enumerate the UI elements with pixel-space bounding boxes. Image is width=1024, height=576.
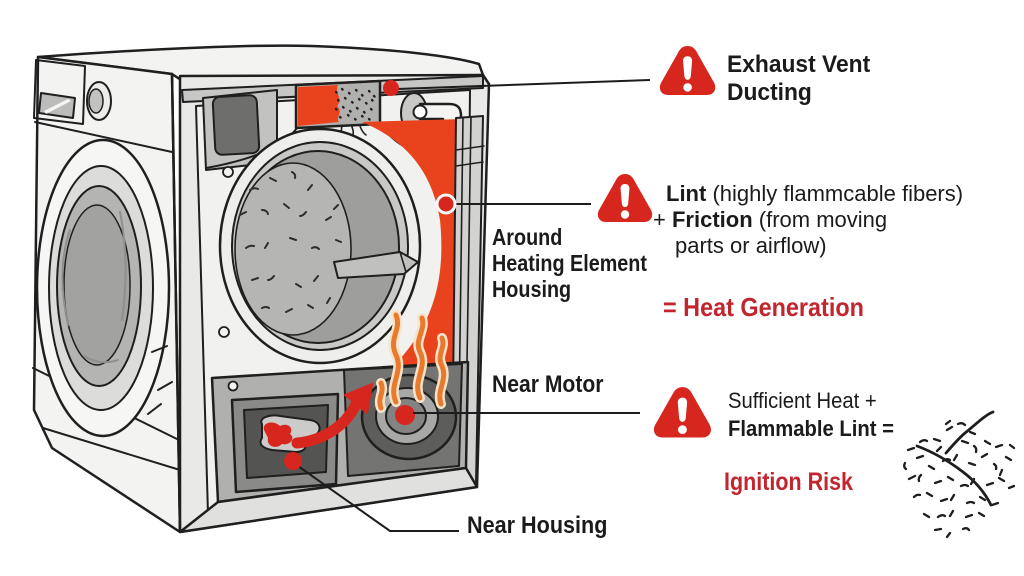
friction-desc-line2: parts or airflow) [675,233,827,258]
heating-element-area [362,119,463,374]
leader-lines [297,79,651,532]
risk-dot-motor [395,405,415,425]
ignition-condition-label: Sufficient Heat + Flammable Lint = [728,387,894,443]
lint-fibers-illustration [903,410,1016,539]
airflow-arrow [291,383,373,449]
control-panel [33,59,173,153]
near-motor-label: Near Motor [492,371,604,398]
leader-exhaust [396,79,651,90]
lint-desc: (highly flammcable fibers) [706,181,964,206]
drum-lint-texture [239,171,342,313]
friction-word: Friction [671,207,753,232]
lint-word: Lint [666,181,707,206]
lint-trap-housing [230,392,340,494]
screw-icons [218,166,239,392]
upper-compartment [202,79,463,171]
sufficient-heat-line: Sufficient Heat + [728,388,877,413]
flammable-lint-line: Flammable Lint = [728,416,894,441]
base-strip [178,466,479,534]
drum [218,127,422,365]
near-housing-label: Near Housing [467,512,608,539]
around-label-line2: Heating Element [492,250,647,276]
warning-triangle-icon-lint [597,174,653,222]
lint-speckles [334,87,376,121]
exhaust-vent-label-line2: Ducting [727,79,812,106]
exhaust-vent-label: Exhaust Vent Ducting [727,51,870,107]
risk-dot-heating [435,193,457,215]
friction-desc: (from moving [752,207,888,232]
plus-sign: + [653,207,672,232]
heat-generation-label: = Heat Generation [663,292,864,322]
exhaust-duct-box [294,79,382,149]
lint-clump [263,422,293,447]
heat-flames [374,310,449,413]
door-window [35,138,173,438]
lint-friction-label: Lint (highly flammcable fibers) + Fricti… [653,181,964,259]
leader-housing [297,465,459,532]
drum-baffle [333,251,419,279]
risk-dot-exhaust [383,80,399,96]
ignition-risk-label: Ignition Risk [724,468,853,496]
around-label-line1: Around [492,224,563,250]
around-label-line3: Housing [492,276,572,302]
dryer-machine [32,44,491,534]
exhaust-vent-label-line1: Exhaust Vent [727,51,871,78]
warning-triangle-icon-exhaust [659,46,716,95]
around-heating-element-label: Around Heating Element Housing [492,224,647,302]
risk-dot-housing [284,452,302,470]
warning-triangle-icon-ignition [653,387,711,438]
